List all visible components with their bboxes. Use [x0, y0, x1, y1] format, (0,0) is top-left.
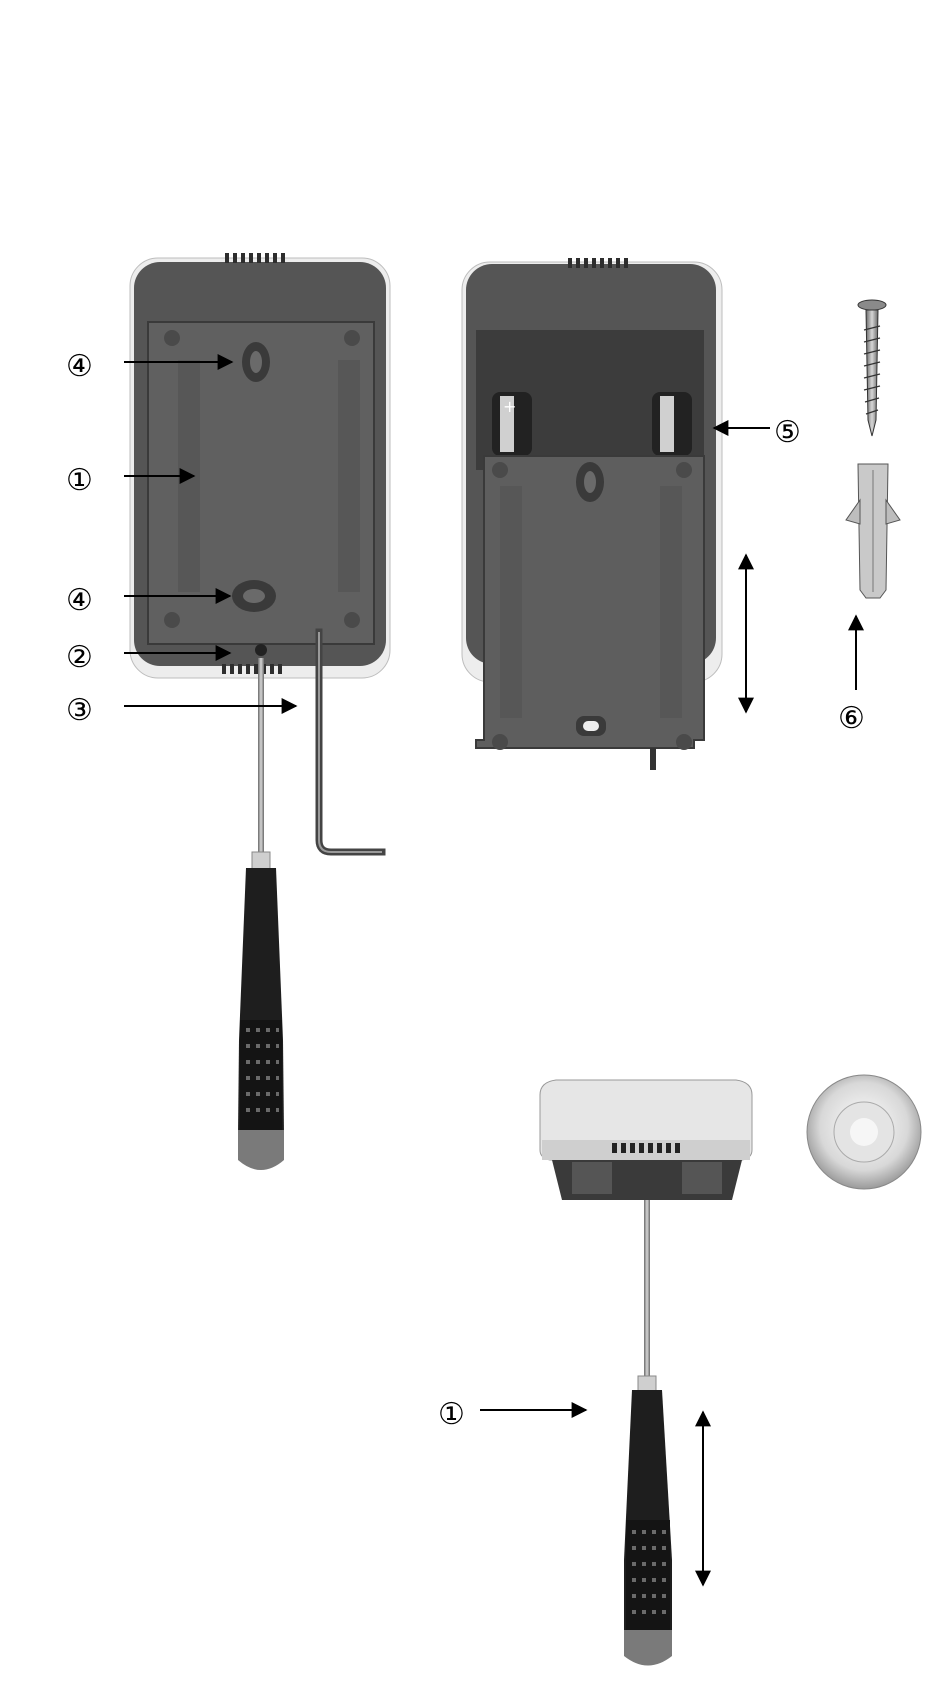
callout-4-upper: ④ — [66, 349, 93, 384]
callout-6: ⑥ — [838, 701, 865, 736]
screwdriver-bottom — [624, 1200, 672, 1666]
callout-1-top: ① — [66, 463, 93, 498]
screwdriver-left — [238, 658, 284, 1170]
callout-5: ⑤ — [774, 415, 801, 450]
battery-left: + — [492, 392, 532, 456]
device-side-view — [540, 1080, 752, 1200]
battery-right — [652, 392, 692, 456]
mounting-hole-lower — [232, 580, 276, 612]
callout-4-lower: ④ — [66, 583, 93, 618]
wall-screw — [858, 300, 886, 436]
sensor-cap — [807, 1075, 921, 1189]
svg-text:+: + — [503, 397, 516, 416]
callout-1-bottom: ① — [438, 1397, 465, 1432]
locking-screw — [255, 644, 267, 656]
callout-2: ② — [66, 640, 93, 675]
callout-3: ③ — [66, 693, 93, 728]
device-back-middle: + — [462, 258, 722, 770]
wall-plug — [846, 464, 900, 598]
mounting-hole-upper — [242, 342, 270, 382]
device-back-left — [130, 253, 390, 678]
